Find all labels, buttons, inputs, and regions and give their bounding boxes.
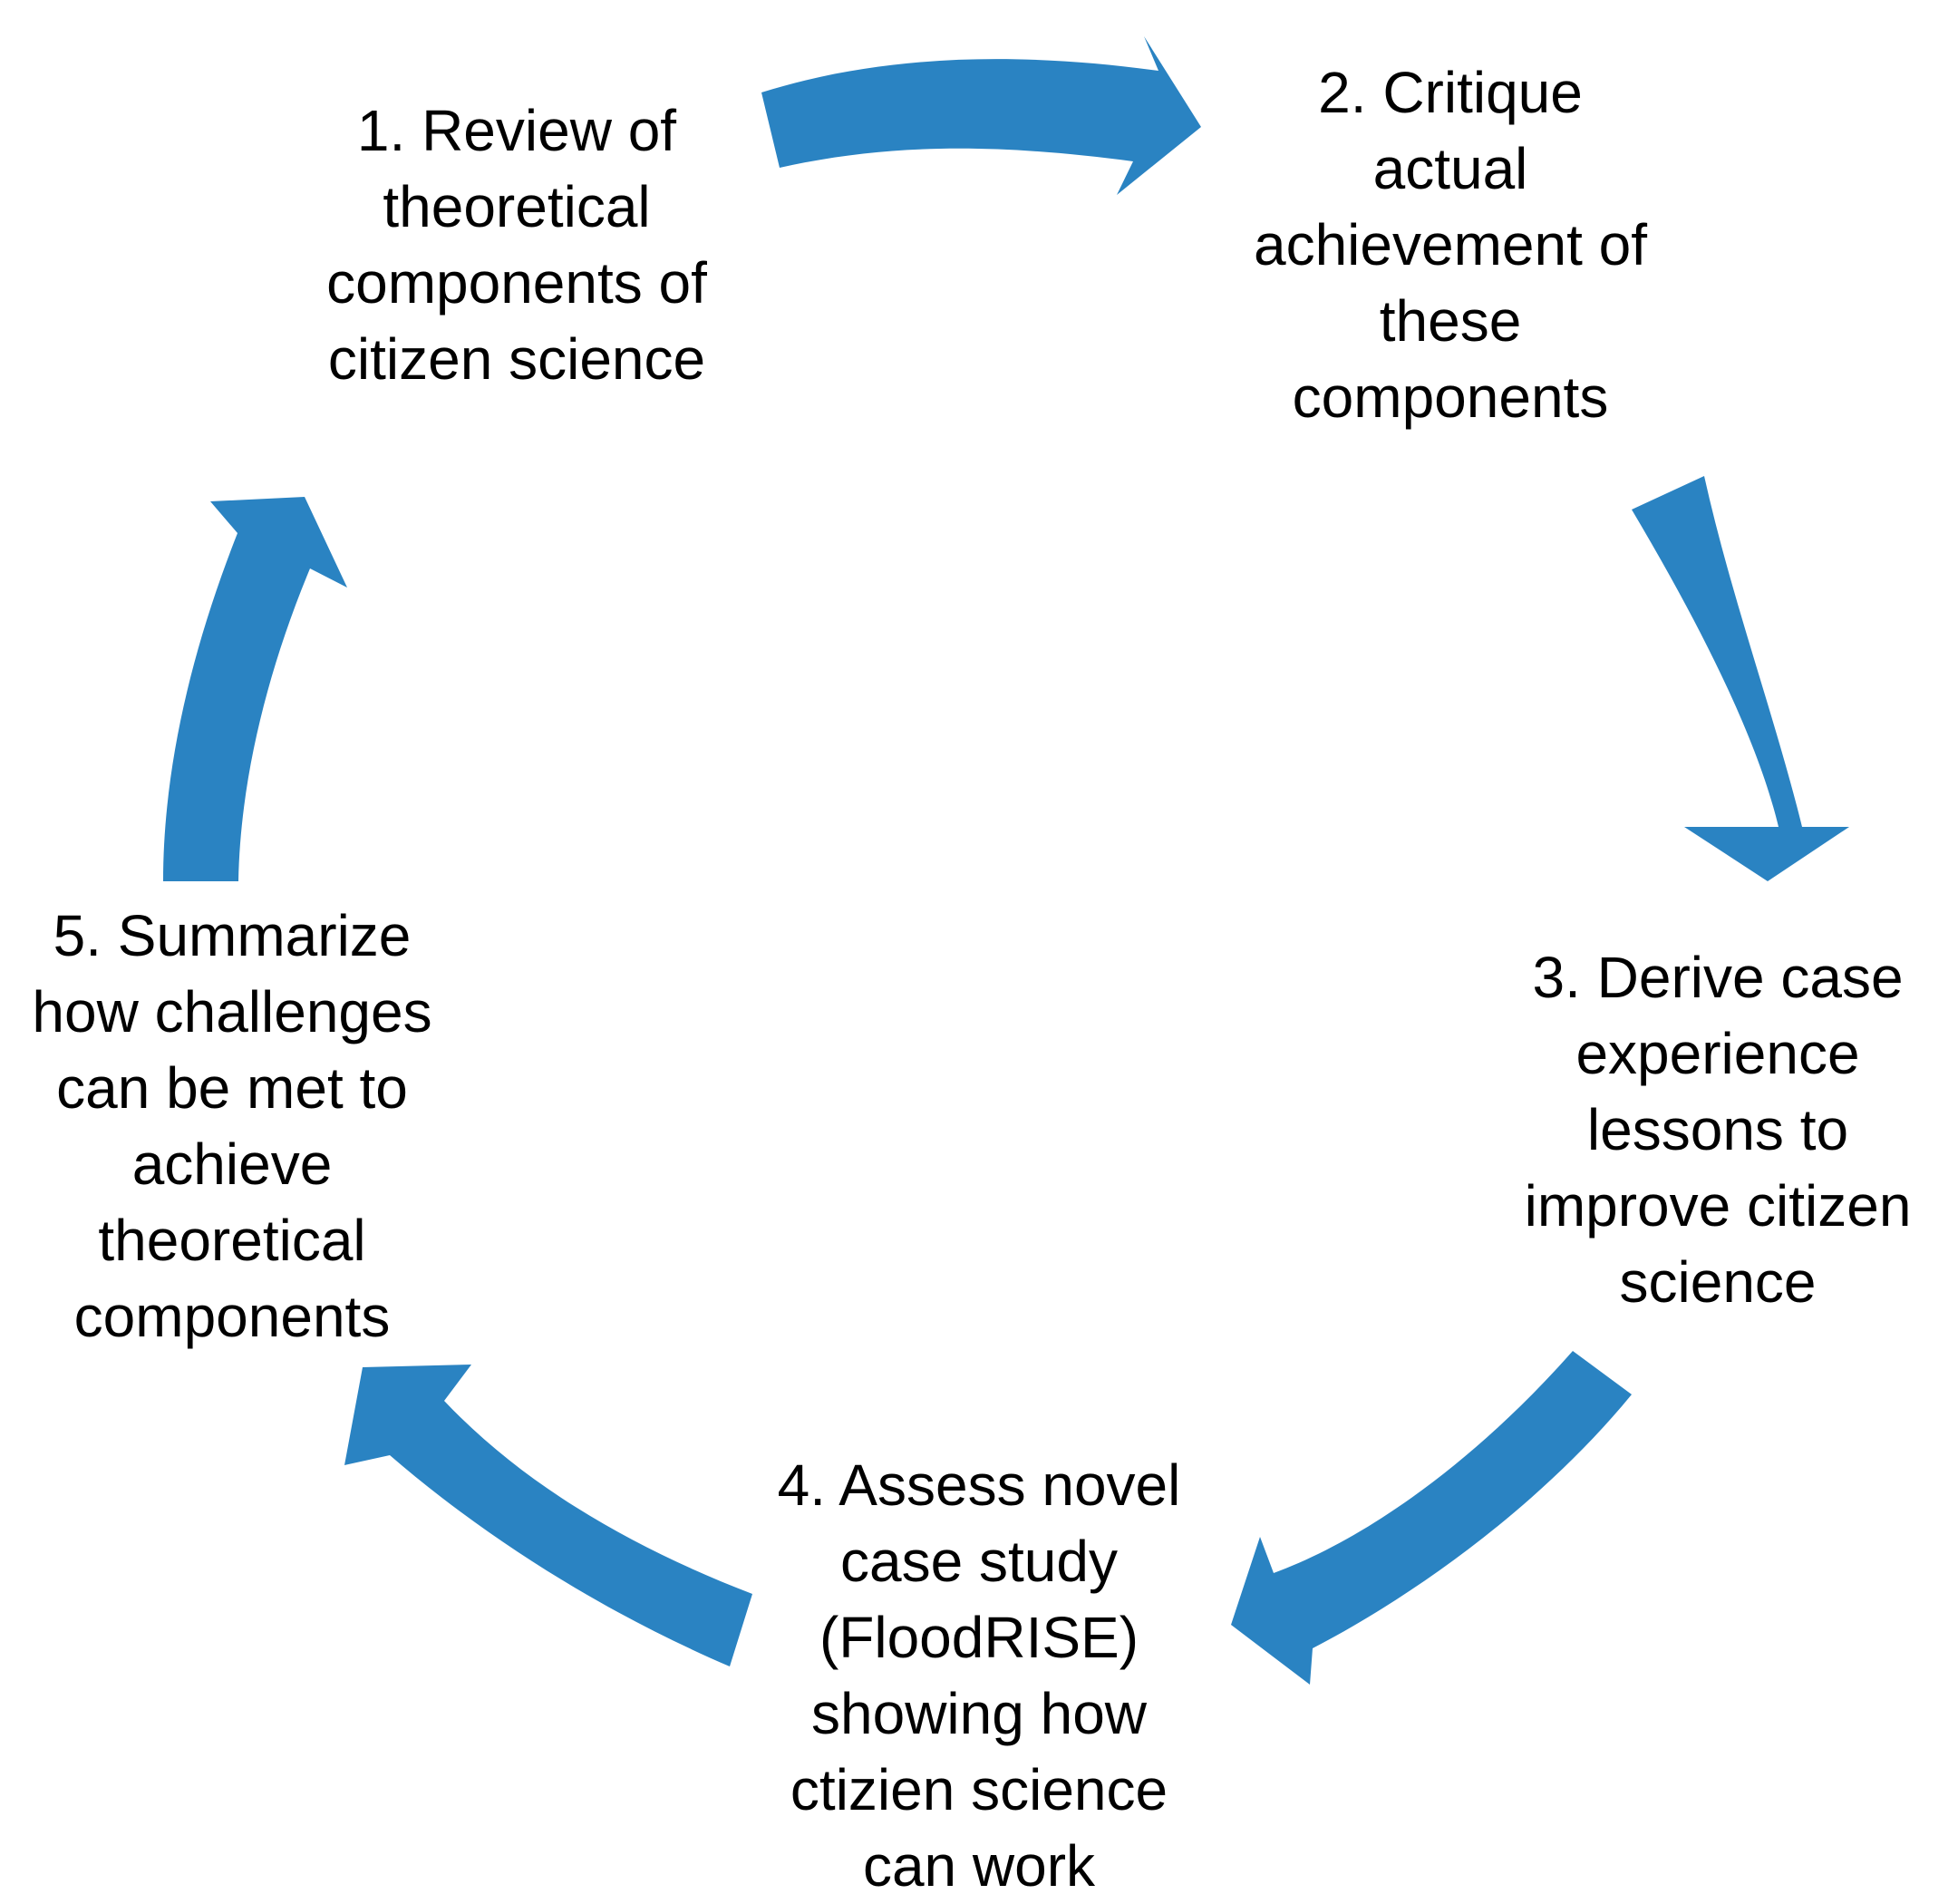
step-4-line: can work <box>862 1833 1096 1899</box>
step-5-line: achieve <box>131 1132 333 1197</box>
step-3-text: 3. Derive case experience lessons to imp… <box>1487 939 1949 1320</box>
step-1-line: theoretical <box>383 174 651 239</box>
step-3-line: lessons to <box>1586 1097 1849 1162</box>
step-5-line: how challenges <box>32 979 432 1044</box>
step-2-line: these <box>1379 288 1522 354</box>
step-1-text: 1. Review of theoretical components of c… <box>272 92 761 397</box>
step-3-line: experience <box>1575 1021 1860 1086</box>
step-5-line: 5. Summarize <box>53 903 412 968</box>
step-4-text: 4. Assess novel case study (FloodRISE) s… <box>725 1447 1233 1904</box>
arrow-step3-to-step4 <box>1231 1351 1632 1685</box>
step-4-line: showing how <box>811 1681 1147 1746</box>
step-3-line: science <box>1619 1249 1817 1315</box>
step-5-line: components <box>73 1284 391 1349</box>
arrow-step5-to-step1 <box>163 497 347 881</box>
step-1-line: components of <box>326 250 707 316</box>
step-2-line: actual <box>1372 136 1528 201</box>
step-5-text: 5. Summarize how challenges can be met t… <box>0 898 464 1355</box>
step-4-line: ctizien science <box>790 1757 1168 1822</box>
step-4-line: 4. Assess novel <box>777 1452 1181 1518</box>
step-3-line: 3. Derive case <box>1532 945 1904 1010</box>
step-2-line: 2. Critique <box>1318 60 1583 125</box>
arrow-step2-to-step3 <box>1632 476 1849 881</box>
step-2-line: achievement of <box>1253 212 1648 277</box>
step-5-line: theoretical <box>98 1208 366 1273</box>
step-1-line: 1. Review of <box>356 98 677 163</box>
step-4-line: (FloodRISE) <box>819 1605 1139 1670</box>
step-2-line: components <box>1292 364 1609 430</box>
step-5-line: can be met to <box>56 1055 408 1121</box>
arrow-step4-to-step5 <box>344 1365 752 1666</box>
step-3-line: improve citizen <box>1524 1173 1912 1239</box>
step-4-line: case study <box>840 1529 1118 1594</box>
arrow-step1-to-step2 <box>761 36 1201 195</box>
step-1-line: citizen science <box>327 326 706 392</box>
step-2-text: 2. Critique actual achievement of these … <box>1197 54 1704 435</box>
